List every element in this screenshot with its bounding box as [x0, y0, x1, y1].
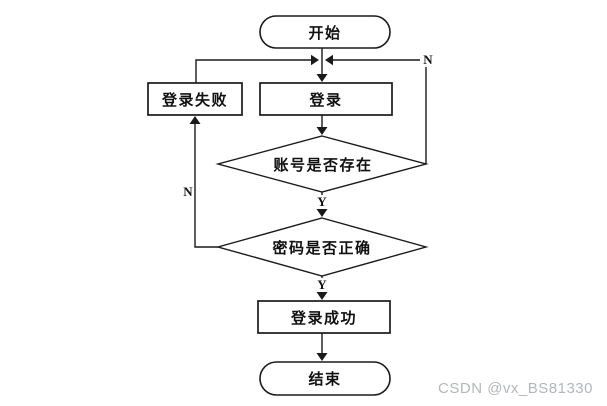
edge-label-account-no: N [420, 52, 436, 67]
arrowhead-fail-to-junction [311, 54, 319, 66]
start-node-shape [259, 15, 391, 49]
edge-fail-to-junction [195, 59, 311, 83]
login-success-node: 登录成功 [290, 310, 357, 327]
arrowhead-into-success [316, 292, 328, 300]
arrowhead-into-account-check [316, 127, 328, 135]
end-node-shape [259, 361, 391, 396]
edge-label-password-yes: Y [314, 277, 330, 292]
login-success-node-shape [257, 300, 391, 334]
login-node: 登录 [309, 92, 343, 109]
arrowhead-into-end [316, 353, 328, 361]
login-node-shape [259, 82, 393, 116]
arrowhead-into-login [316, 74, 328, 82]
arrowhead-into-login-fail [189, 116, 201, 124]
arrowhead-no-to-junction [325, 54, 333, 66]
start-node: 开始 [308, 25, 342, 42]
account-check-diamond: 账号是否存在 [273, 157, 373, 174]
arrowhead-into-password-check [316, 209, 328, 217]
edge-password-no-to-fail [194, 122, 218, 248]
login-fail-node-shape [147, 82, 243, 116]
password-check-diamond: 密码是否正确 [272, 240, 372, 257]
end-node: 结束 [308, 372, 342, 388]
login-fail-node: 登录失败 [161, 92, 228, 109]
csdn-watermark: CSDN @vx_BS81330 [438, 380, 593, 397]
edge-label-password-no: N [183, 184, 193, 199]
edge-label-account-yes: Y [314, 194, 330, 209]
